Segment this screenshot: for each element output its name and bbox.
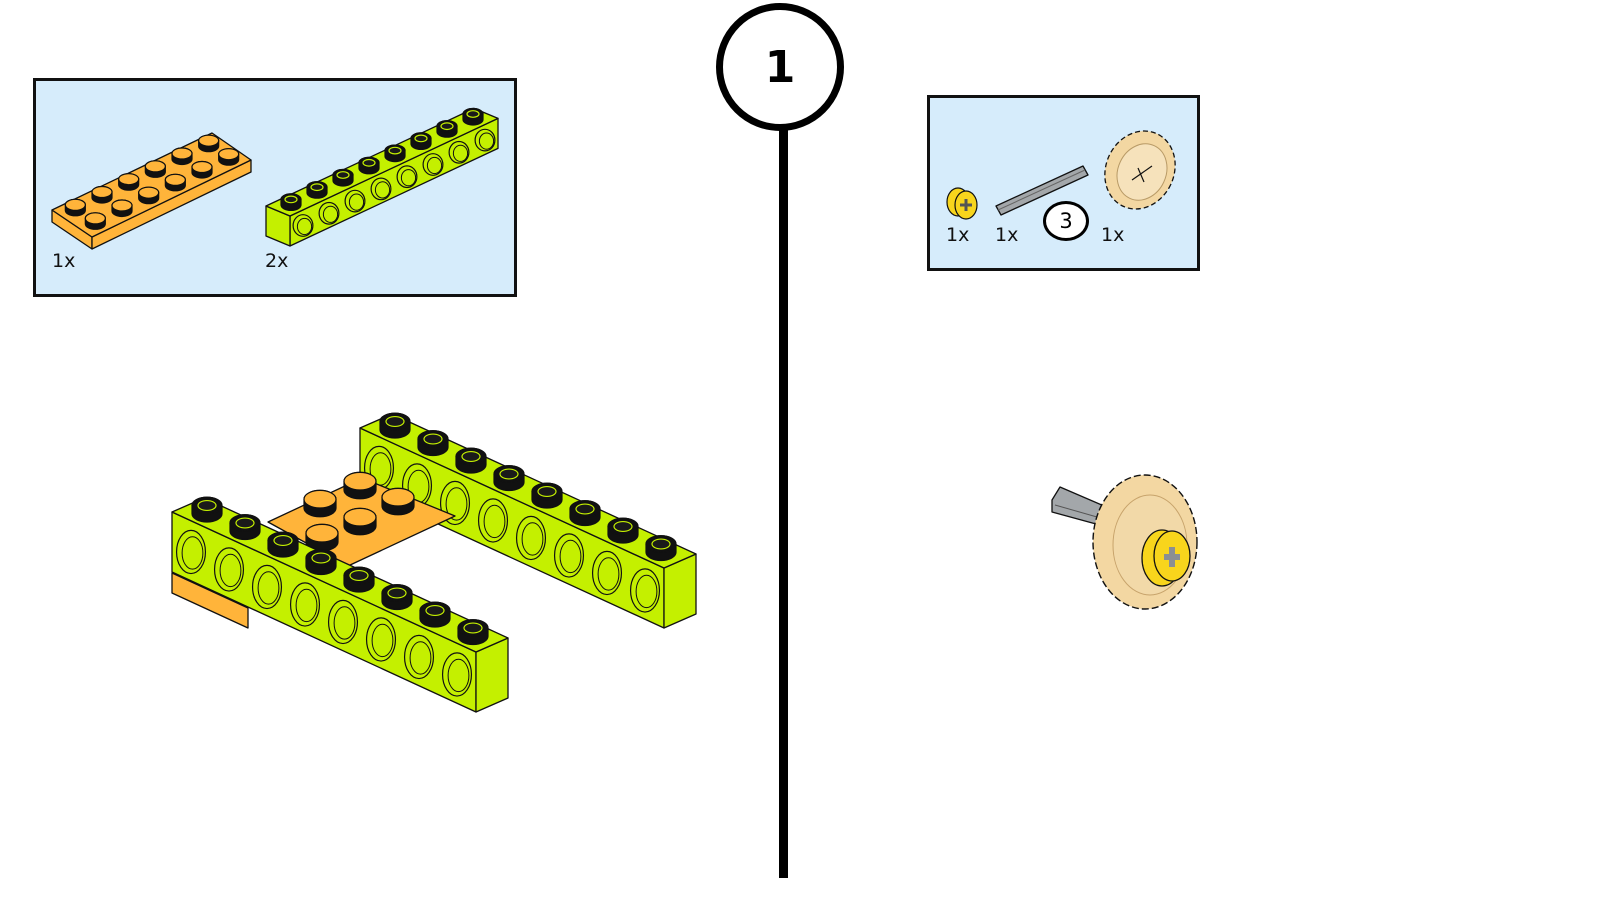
assembly-orange-plate — [171, 471, 456, 629]
plate-stud — [381, 487, 415, 516]
pin-hole — [422, 153, 444, 176]
beam-stud — [191, 496, 223, 523]
qty-beam: 2x — [265, 250, 289, 272]
beam-stud — [381, 584, 413, 611]
axle-part — [995, 165, 1089, 216]
beam-stud — [343, 566, 375, 593]
axle-body — [995, 165, 1089, 216]
beam-stud — [419, 601, 451, 628]
plate-stud — [118, 173, 140, 191]
beam-stud — [280, 193, 302, 211]
beam-stud — [417, 430, 449, 457]
pin-hole — [318, 201, 340, 225]
plate-side — [171, 572, 249, 629]
plate-stud — [343, 471, 377, 500]
beam-stud — [358, 156, 380, 175]
beam-stud — [493, 465, 525, 492]
axle-length-badge: 3 — [1043, 201, 1089, 241]
beam-stud — [306, 181, 328, 199]
beam-stud — [410, 132, 432, 150]
plate-stud — [303, 489, 337, 518]
qty-gear: 1x — [1101, 224, 1125, 246]
beam-stud — [305, 549, 337, 576]
beam-stud — [332, 168, 354, 187]
qty-bushing: 1x — [946, 224, 970, 246]
beam-stud — [645, 535, 677, 562]
plate-stud — [343, 507, 377, 536]
step-number: 1 — [716, 3, 844, 131]
plate-stud — [111, 199, 133, 218]
plate-stud — [144, 160, 166, 178]
beam-stud — [607, 517, 639, 544]
pin-hole — [292, 214, 314, 237]
beam-stud — [455, 447, 487, 474]
plate-stud — [138, 186, 160, 205]
pin-hole — [344, 189, 366, 213]
pin-hole — [370, 177, 392, 201]
qty-plate: 1x — [52, 250, 76, 272]
plate-stud — [164, 173, 186, 192]
plate-stud — [64, 198, 86, 217]
pin-hole — [474, 128, 496, 152]
lime-beam-part — [265, 107, 499, 247]
assembly-front-beam — [171, 496, 509, 713]
beam-stud — [457, 619, 489, 646]
gear-axle-assembly — [1051, 474, 1198, 610]
plate-stud — [84, 212, 106, 230]
plate-stud — [218, 148, 240, 166]
beam-stud — [267, 531, 299, 558]
plate-stud — [171, 147, 193, 166]
beam-stud — [379, 412, 411, 439]
beam-stud — [229, 514, 261, 541]
beam-stud — [436, 120, 458, 138]
bushing-part — [946, 187, 978, 220]
beam-stud — [531, 482, 563, 509]
pin-hole — [448, 140, 470, 164]
plate-stud — [198, 134, 220, 153]
plate-stud — [91, 185, 113, 204]
beam-stud — [462, 107, 484, 126]
plate-stud — [191, 160, 213, 179]
step-divider-line — [779, 128, 788, 878]
assembly-back-beam — [359, 412, 697, 629]
orange-plate-part — [51, 132, 252, 250]
plate-stud — [305, 523, 339, 552]
plate-top — [51, 132, 252, 238]
gear-part — [1104, 130, 1176, 210]
beam-stud — [384, 144, 406, 163]
pin-hole — [396, 165, 418, 189]
beam-stud — [569, 500, 601, 527]
qty-axle: 1x — [995, 224, 1019, 246]
